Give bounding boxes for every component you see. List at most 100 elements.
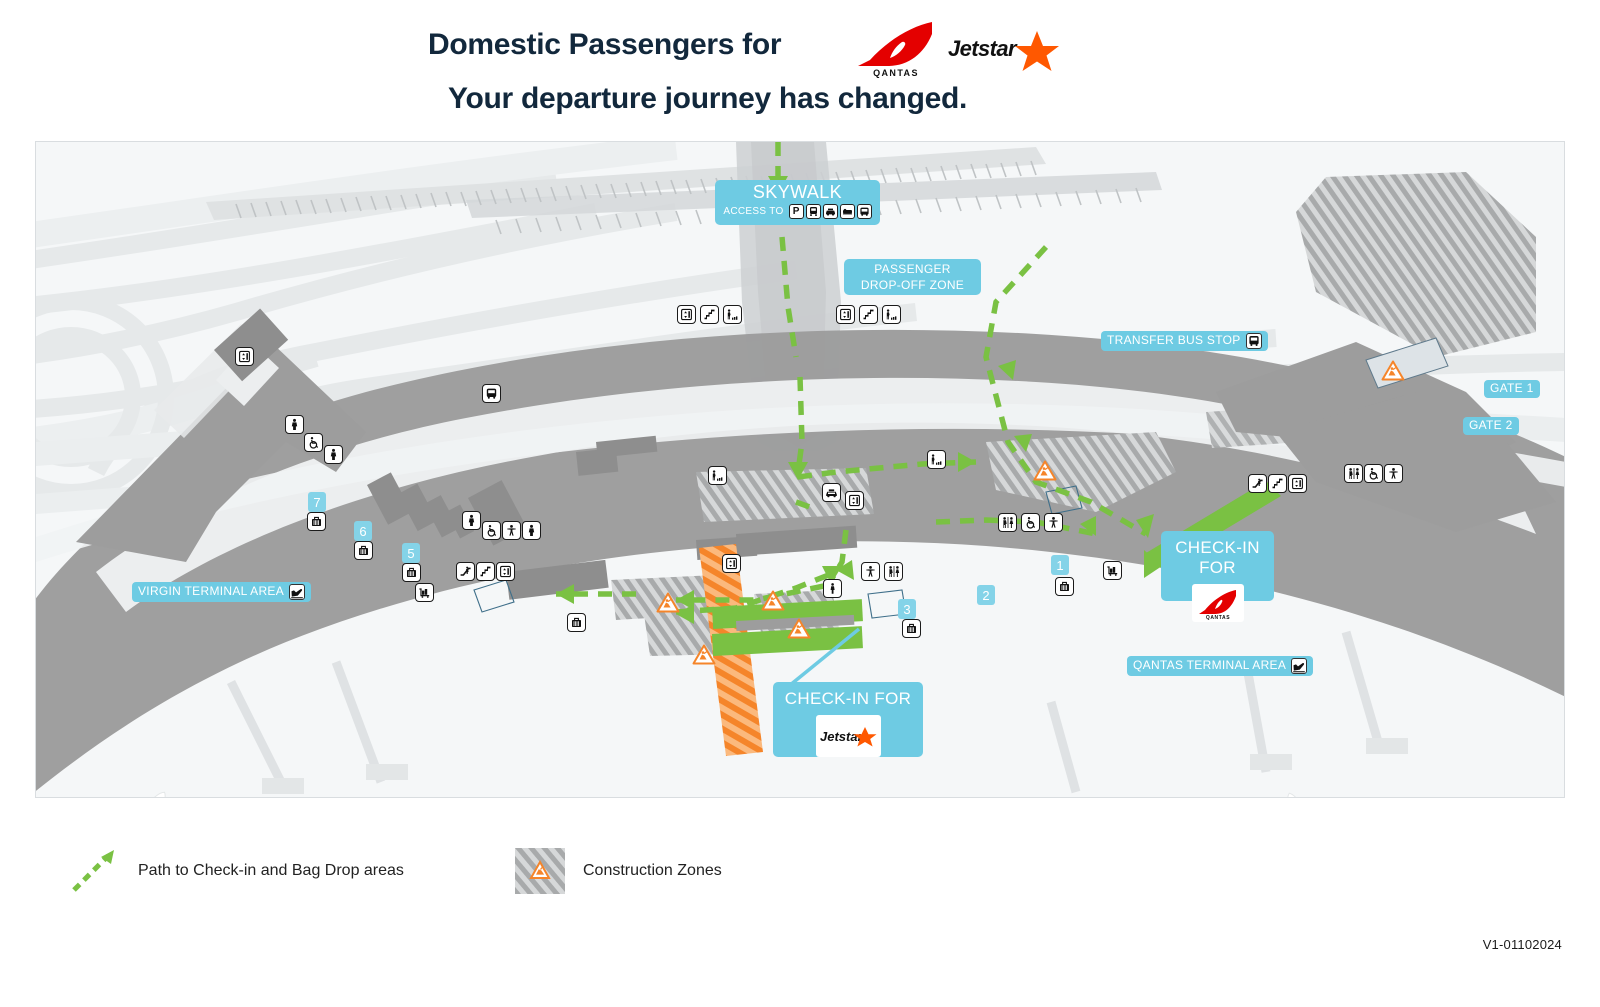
trolley-icon [1103, 561, 1122, 580]
bus-icon [482, 384, 501, 403]
path-arrowheads [556, 176, 1154, 624]
checkin-jetstar-box[interactable]: CHECK-IN FOR Jetstar [773, 682, 923, 757]
escalator-icon [456, 562, 475, 581]
skywalk-access-label: ACCESS TO [723, 206, 784, 217]
bag-claim-badge-2[interactable]: 2 [977, 585, 995, 605]
page-title-line-2: Your departure journey has changed. [448, 82, 968, 115]
hatched-construction-swatch [515, 848, 565, 894]
baggage-claim-icon [1055, 577, 1074, 596]
legend-item-construction: Construction Zones [515, 848, 722, 894]
pedestrian-crossing-icon [723, 305, 742, 324]
stairs-icon [476, 562, 495, 581]
baggage-claim-icon [567, 613, 586, 632]
passenger-dropoff-zone-label[interactable]: PASSENGER DROP-OFF ZONE [844, 259, 981, 295]
trolley-icon [415, 583, 434, 602]
jetstar-logo: Jetstar [948, 30, 1059, 71]
toilets-icon [998, 513, 1017, 532]
label-text: VIRGIN TERMINAL AREA [138, 584, 285, 599]
checkin-qantas-box[interactable]: CHECK-IN FOR QANTAS [1161, 531, 1274, 622]
construction-warning-icon [761, 590, 785, 611]
parking-icon: P [788, 204, 804, 219]
checkin-jetstar-title: CHECK-IN FOR [784, 689, 912, 708]
jetstar-checkin-bars [712, 599, 863, 656]
label-text: GATE 1 [1490, 381, 1534, 395]
jetstar-star-icon [1015, 31, 1059, 71]
label-text: GATE 2 [1469, 418, 1513, 432]
header: Domestic Passengers for Your departure j… [0, 0, 1600, 140]
lift-icon [845, 491, 864, 510]
construction-warning-icon [692, 644, 716, 665]
lift-icon [836, 305, 855, 324]
baggage-claim-icon [402, 563, 421, 582]
bag-claim-badge-3[interactable]: 3 [898, 599, 916, 619]
stairs-icon [700, 305, 719, 324]
accessible-icon [304, 433, 323, 452]
lift-icon [677, 305, 696, 324]
bus-icon [1245, 333, 1262, 349]
taxi-icon [822, 483, 841, 502]
baby-change-icon [1384, 464, 1403, 483]
legend-path-label: Path to Check-in and Bag Drop areas [138, 862, 404, 879]
skywalk-title: SKYWALK [752, 182, 843, 202]
lift-icon [496, 562, 515, 581]
legend-item-path: Path to Check-in and Bag Drop areas [70, 848, 404, 894]
information-icon [285, 415, 304, 434]
pedestrian-crossing-icon [927, 450, 946, 469]
person-icon [522, 521, 541, 540]
jetstar-wordmark: Jetstar [948, 36, 1017, 61]
stairs-icon [1268, 474, 1287, 493]
jetbridges [226, 630, 1386, 795]
label-qantas-terminal-area[interactable]: QANTAS TERMINAL AREA [1127, 656, 1314, 676]
page-title-line-1: Domestic Passengers for [428, 28, 782, 61]
baggage-claim-icon [354, 541, 373, 560]
baby-change-icon [861, 562, 880, 581]
baggage-claim-icon [307, 512, 326, 531]
dropoff-line-1: PASSENGER [874, 261, 951, 276]
bag-claim-badge-5[interactable]: 5 [402, 543, 420, 563]
stand-pads [262, 738, 1408, 794]
lift-icon [235, 347, 254, 366]
information-icon [823, 579, 842, 598]
bag-claim-badge-6[interactable]: 6 [354, 521, 372, 541]
qantas-tail-icon [858, 22, 932, 66]
skywalk-access-row: ACCESS TO P [715, 204, 880, 219]
information-icon [324, 445, 343, 464]
green-dashed-arrow-swatch [70, 848, 120, 894]
accessible-icon [482, 521, 501, 540]
right-pier [1216, 337, 1556, 532]
stairs-icon [859, 305, 878, 324]
pedestrian-crossing-icon [708, 466, 727, 485]
airport-map[interactable]: SKYWALK ACCESS TO P PASSENGER [35, 141, 1565, 798]
legend-construction-label: Construction Zones [583, 862, 722, 879]
lift-icon [1288, 474, 1307, 493]
accessible-icon [1021, 513, 1040, 532]
bag-claim-badge-1[interactable]: 1 [1051, 555, 1069, 575]
pedestrian-crossing-icon [882, 305, 901, 324]
label-text: QANTAS TERMINAL AREA [1133, 658, 1287, 673]
hotel-icon [839, 204, 855, 219]
baggage-claim-icon [902, 619, 921, 638]
version-stamp: V1-01102024 [1482, 937, 1562, 952]
construction-warning-icon [656, 592, 680, 613]
bag-claim-badge-7[interactable]: 7 [308, 492, 326, 512]
svg-text:Jetstar: Jetstar [820, 729, 864, 744]
label-virgin-terminal-area[interactable]: VIRGIN TERMINAL AREA [132, 582, 312, 602]
baby-change-icon [502, 521, 521, 540]
train-icon [805, 204, 821, 219]
dropoff-line-2: DROP-OFF ZONE [860, 278, 965, 292]
label-gate-2[interactable]: GATE 2 [1463, 417, 1519, 435]
label-transfer-bus-stop[interactable]: TRANSFER BUS STOP [1101, 331, 1268, 351]
person-icon [462, 511, 481, 530]
accessible-icon [1364, 464, 1383, 483]
toilets-icon [1344, 464, 1363, 483]
construction-warning-icon [1033, 460, 1057, 481]
construction-warning-icon [1381, 360, 1405, 381]
label-gate-1[interactable]: GATE 1 [1484, 380, 1540, 398]
skywalk-label[interactable]: SKYWALK ACCESS TO P [715, 180, 880, 225]
qantas-logo: QANTAS [1191, 584, 1244, 622]
qantas-wordmark: QANTAS [873, 68, 919, 78]
jetstar-logo: Jetstar [815, 715, 881, 757]
taxi-icon [822, 204, 838, 219]
map-legend: Path to Check-in and Bag Drop areas [35, 830, 1565, 910]
